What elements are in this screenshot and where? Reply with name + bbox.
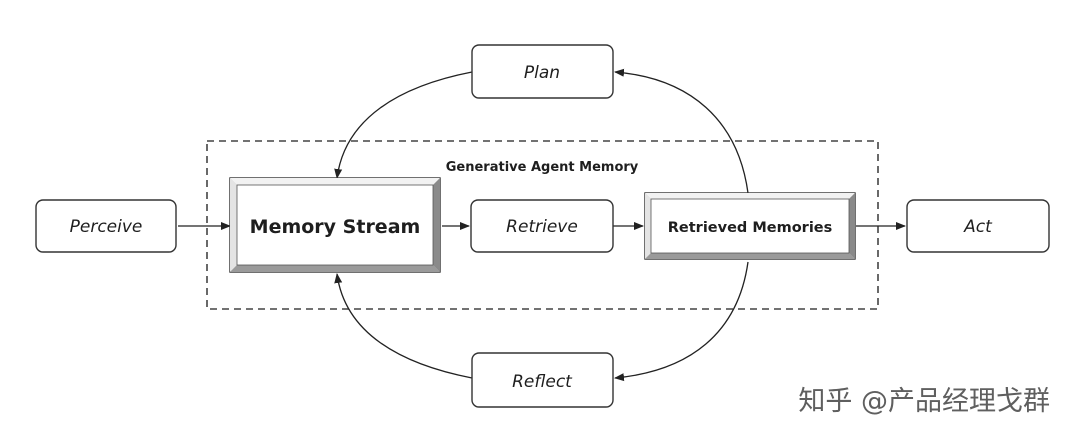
- node-perceive-label: Perceive: [70, 217, 143, 237]
- node-plan: Plan: [471, 44, 614, 99]
- arrow-plan-to-memory-stream: [334, 71, 473, 179]
- node-memory-stream-label: Memory Stream: [250, 216, 421, 238]
- node-retrieve-label: Retrieve: [506, 217, 578, 237]
- arrow-retrieved-memories-to-plan: [614, 68, 749, 194]
- arrow-reflect-to-memory-stream: [334, 273, 473, 379]
- node-plan-label: Plan: [524, 63, 560, 83]
- arrow-retrieved-memories-to-reflect: [614, 261, 749, 382]
- node-reflect: Reflect: [471, 352, 614, 408]
- watermark: 知乎 @产品经理戈群: [798, 386, 1050, 417]
- node-retrieved-memories-label: Retrieved Memories: [668, 220, 833, 236]
- group-label: Generative Agent Memory: [446, 160, 639, 175]
- node-perceive: Perceive: [35, 199, 177, 253]
- node-memory-stream: Memory Stream: [229, 177, 441, 273]
- node-act-label: Act: [963, 217, 993, 237]
- node-reflect-label: Reflect: [512, 372, 573, 392]
- node-retrieve: Retrieve: [470, 199, 614, 253]
- node-retrieved-memories: Retrieved Memories: [644, 192, 856, 260]
- node-act: Act: [906, 199, 1050, 253]
